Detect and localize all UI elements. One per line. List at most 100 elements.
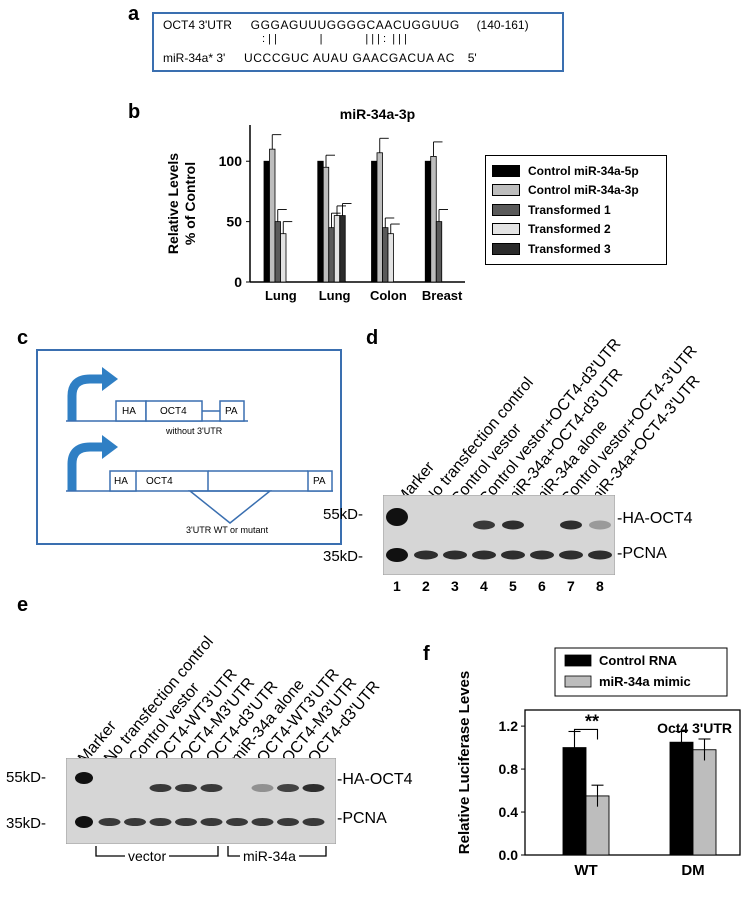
panel-label-c: c <box>17 327 29 349</box>
chart-f-significance-bracket <box>573 728 599 740</box>
chart-b-bar <box>387 233 394 283</box>
legend-b-entry: Control miR-34a-3p <box>492 181 660 201</box>
legend-b-swatch <box>492 223 520 236</box>
blot-d-lane-number: 6 <box>538 578 546 594</box>
utr-wt-mutant-label: 3'UTR WT or mutant <box>186 525 269 535</box>
panel-label-b: b <box>128 101 141 123</box>
legend-b-swatch <box>492 203 520 216</box>
panel-label-f: f <box>423 643 430 665</box>
legend-b-label: Control miR-34a-3p <box>528 183 639 198</box>
blot-d-marker-band-55 <box>386 508 408 526</box>
blot-e-ha-oct4-band <box>200 784 223 792</box>
legend-b-label: Control miR-34a-5p <box>528 163 639 178</box>
chart-b-bar <box>322 166 330 283</box>
blot-d-pcna-band <box>588 550 612 560</box>
chart-b-ytick-label: 50 <box>226 214 242 230</box>
promoter-arrow-top <box>67 374 104 421</box>
blot-d-pcna-band <box>559 550 583 560</box>
oct4-gene-top: OCT4 <box>160 406 187 417</box>
ha-tag-top: HA <box>122 406 136 417</box>
chart-b-bar <box>435 221 443 283</box>
chart-f-legend-label: Control RNA <box>599 653 678 668</box>
blot-d-lane-number: 5 <box>509 578 517 594</box>
chart-b-bar <box>317 160 324 283</box>
chart-f-legend-swatch <box>564 675 592 688</box>
construct-diagram: HA OCT4 PA without 3'UTR HA OCT4 PA 3'UT… <box>36 349 342 545</box>
legend-b-entry: Transformed 2 <box>492 220 660 240</box>
base-pairing-marks: : | | | | | | : | | | <box>262 33 407 45</box>
oct4-utr-range: (140-161) <box>476 18 529 32</box>
blot-e-gel <box>66 758 336 844</box>
blot-d-lane-number: 4 <box>480 578 488 594</box>
sequence-alignment-box: OCT4 3'UTR GGGAGUUUGGGGCAACUGGUUG (140-1… <box>152 12 564 72</box>
legend-b-swatch <box>492 164 520 177</box>
chart-f-legend-swatch <box>564 654 592 667</box>
blot-d-ha-oct4-band <box>473 520 495 530</box>
blot-d-lane-number: 1 <box>393 578 401 594</box>
chart-f-category-label: WT <box>574 862 597 879</box>
promoter-arrow-bottom <box>67 442 104 491</box>
blot-e-pcna-band <box>98 818 121 826</box>
oct4-utr-sequence: GGGAGUUUGGGGCAACUGGUUG <box>250 18 460 32</box>
mir34a-star-label: miR-34a* 3' <box>163 51 226 65</box>
blot-e-ha-oct4-band <box>277 784 299 792</box>
blot-d-lane-number: 8 <box>596 578 604 594</box>
chart-b-ylabel-line: % of Control <box>182 162 198 245</box>
blot-e-membrane <box>66 758 336 844</box>
chart-b-bar <box>328 227 335 283</box>
chart-f-ytick-label: 0.8 <box>499 761 519 777</box>
pa-signal-top: PA <box>225 406 238 417</box>
chart-f-ytick-label: 0.0 <box>499 847 519 863</box>
chart-b-bar <box>274 221 281 283</box>
chart-b-bar <box>269 148 276 283</box>
legend-b-swatch <box>492 184 520 197</box>
blot-d-band-pcna: -PCNA <box>617 545 667 562</box>
blot-d-ha-oct4-band <box>502 520 524 530</box>
ha-tag-bottom: HA <box>114 476 128 487</box>
chart-b-bar <box>263 160 270 283</box>
blot-e-band-ha-oct4: -HA-OCT4 <box>337 771 413 788</box>
blot-d-pcna-band <box>472 550 496 560</box>
chart-b-bar <box>430 156 437 283</box>
blot-e-pcna-band <box>124 818 146 826</box>
chart-f-bar <box>692 749 717 856</box>
blot-e-pcna-band <box>251 818 274 826</box>
panel-label-e: e <box>17 594 29 616</box>
legend-b-entry: Transformed 3 <box>492 239 660 259</box>
blot-d-pcna-band <box>386 548 408 562</box>
blot-d-band-ha-oct4: -HA-OCT4 <box>617 510 693 527</box>
blot-d-pcna-band <box>443 550 467 560</box>
chart-b-bar <box>424 160 432 283</box>
oct4-utr-label: OCT4 3'UTR <box>163 18 232 32</box>
blot-e-pcna-band <box>175 818 197 826</box>
blot-d-mw-35: 35kD- <box>323 548 364 565</box>
blot-e-pcna-band <box>75 816 93 828</box>
legend-b-label: Transformed 3 <box>528 241 611 256</box>
chart-b-category-label: Lung <box>319 288 351 303</box>
blot-e-ha-oct4-band <box>149 784 172 792</box>
chart-b-ytick-label: 0 <box>234 274 242 290</box>
chart-b-title: miR-34a-3p <box>340 106 415 122</box>
chart-f-category-label: DM <box>681 862 704 879</box>
blot-d-lane-number: 7 <box>567 578 575 594</box>
blot-e-group-vector: vector <box>125 848 170 864</box>
blot-e-pcna-band <box>149 818 172 826</box>
blot-e-pcna-band <box>277 818 299 826</box>
blot-e-pcna-band <box>302 818 325 826</box>
legend-b-label: Transformed 2 <box>528 222 611 237</box>
mir34a-star-end: 5' <box>467 51 477 65</box>
blot-d-ha-oct4-band <box>560 520 582 530</box>
promoter-arrowhead-top <box>102 367 118 391</box>
chart-b-bar <box>382 227 389 283</box>
blot-e-pcna-band <box>200 818 223 826</box>
chart-b-bar <box>280 233 287 283</box>
chart-f-plot-frame <box>524 709 741 856</box>
blot-e-marker-band-55 <box>75 772 93 784</box>
blot-d-lane-number: 2 <box>422 578 430 594</box>
blot-d-lane-number: 3 <box>451 578 459 594</box>
chart-b-ylabel-line: Relative Levels <box>165 153 181 254</box>
utr-insert-triangle <box>187 490 273 524</box>
legend-b-entry: Control miR-34a-5p <box>492 161 660 181</box>
